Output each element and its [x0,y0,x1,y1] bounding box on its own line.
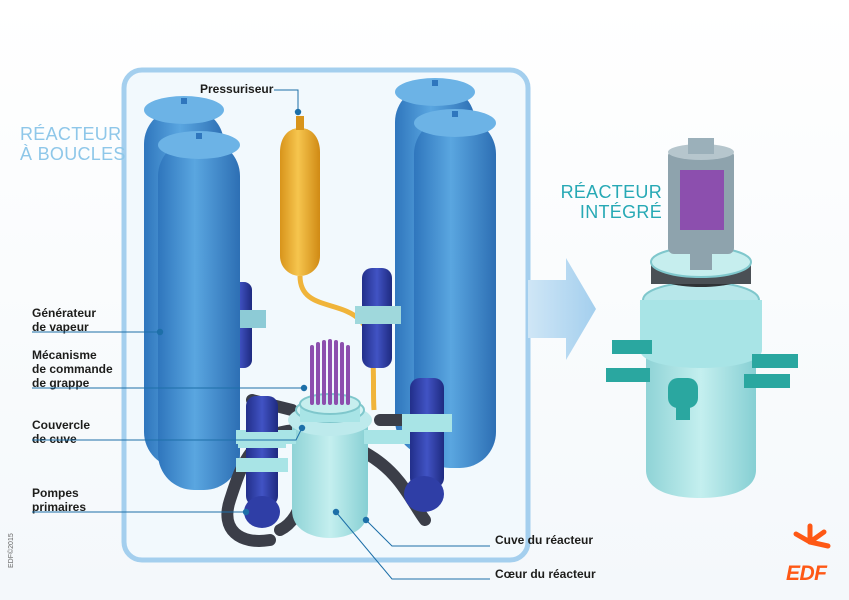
pump-front-right [402,378,452,512]
label-control-mechanism: Mécanisme de commande de grappe [32,348,113,390]
label-control-mechanism-line1: Mécanisme [32,348,97,362]
loop-reactor-title-line2: À BOUCLES [20,144,126,164]
label-pressurizer: Pressuriseur [200,82,274,96]
label-primary-pumps-line1: Pompes [32,486,79,500]
integral-reactor-title-line1: RÉACTEUR [560,182,662,202]
label-reactor-vessel: Cuve du réacteur [495,533,594,547]
label-vessel-head-line2: de cuve [32,432,77,446]
label-control-mechanism-line3: de grappe [32,376,90,390]
label-steam-generator: Générateur de vapeur [32,306,96,334]
loop-reactor-title-line1: RÉACTEUR [20,124,122,144]
transition-arrow [528,258,596,360]
copyright-text: EDF©2015 [8,533,15,568]
integral-reactor-title: RÉACTEUR INTÉGRÉ [560,182,662,222]
label-primary-pumps: Pompes primaires [32,486,86,514]
control-rod-mechanism [310,339,350,405]
label-steam-generator-line1: Générateur [32,306,97,320]
pump-back-right [355,268,401,368]
loop-reactor-title: RÉACTEUR À BOUCLES [20,124,126,164]
pump-front-left [236,396,288,528]
edf-logo-icon [793,523,831,549]
label-primary-pumps-line2: primaires [32,500,87,514]
label-vessel-head-line1: Couvercle [32,418,91,432]
label-control-mechanism-line2: de commande [32,362,113,376]
steam-generator-front-left [158,131,240,490]
label-steam-generator-line2: de vapeur [32,320,89,334]
label-vessel-head: Couvercle de cuve [32,418,90,446]
label-reactor-core: Cœur du réacteur [495,567,596,581]
edf-logo-text: EDF [786,562,827,585]
integral-reactor [606,138,798,498]
integral-reactor-title-line2: INTÉGRÉ [579,202,662,222]
